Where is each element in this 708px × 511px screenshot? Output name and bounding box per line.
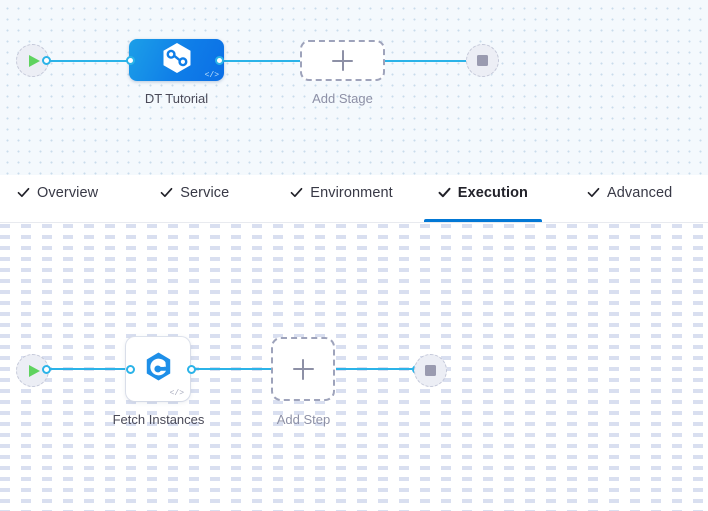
tab-advanced[interactable]: Advanced <box>587 175 672 222</box>
tab-overview[interactable]: Overview <box>17 175 98 222</box>
check-icon <box>438 186 451 199</box>
stop-icon <box>477 55 488 66</box>
code-badge-icon: </> <box>169 389 184 398</box>
execution-graph-canvas[interactable]: </> Fetch Instances Add Step <box>0 223 708 511</box>
tab-active-underline <box>423 219 542 222</box>
check-icon <box>290 186 303 199</box>
connector-start-to-stage <box>45 59 131 62</box>
execution-start-output-port[interactable] <box>42 365 51 374</box>
stage-node-dt-tutorial[interactable]: </> <box>129 39 224 81</box>
stage-config-tab-bar: Overview Service Environment Execution <box>0 175 708 223</box>
play-icon <box>28 54 40 67</box>
tab-overview-label: Overview <box>37 184 99 201</box>
stage-node-label: DT Tutorial <box>144 91 209 106</box>
stage-graph-canvas[interactable]: </> DT Tutorial Add Stage <box>0 0 708 175</box>
connector-add-stage-to-end <box>383 59 472 62</box>
connector-stage-to-add-stage <box>218 59 303 62</box>
step-node-input-port[interactable] <box>126 365 135 374</box>
connector-step-to-add-step <box>191 368 271 371</box>
plus-icon <box>332 50 353 71</box>
step-node-fetch-instances[interactable]: </> <box>126 337 190 401</box>
tab-service-label: Service <box>180 184 230 201</box>
check-icon <box>587 186 600 199</box>
tab-execution-label: Execution <box>457 184 528 201</box>
start-node-output-port[interactable] <box>42 56 51 65</box>
shell-script-hexagon-icon <box>143 351 174 387</box>
tab-environment[interactable]: Environment <box>290 175 393 222</box>
stage-node-input-port[interactable] <box>126 56 135 65</box>
check-icon <box>160 186 173 199</box>
stage-node-output-port[interactable] <box>215 56 224 65</box>
pipeline-end-node[interactable] <box>466 44 499 77</box>
tab-service[interactable]: Service <box>160 175 229 222</box>
step-node-label: Fetch Instances <box>112 412 205 427</box>
add-stage-button[interactable] <box>300 40 385 81</box>
tab-execution[interactable]: Execution <box>423 175 542 222</box>
step-node-output-port[interactable] <box>187 365 196 374</box>
stop-icon <box>425 365 436 376</box>
execution-start-node[interactable] <box>16 354 49 387</box>
add-step-label: Add Step <box>276 412 331 427</box>
check-icon <box>17 186 30 199</box>
tab-advanced-label: Advanced <box>607 184 673 201</box>
play-icon <box>28 364 40 377</box>
pipeline-hexagon-icon <box>162 42 192 79</box>
code-badge-icon: </> <box>204 71 219 80</box>
add-step-button[interactable] <box>271 337 335 401</box>
connector-add-step-to-end <box>336 368 416 371</box>
connector-start-to-step <box>45 368 130 371</box>
plus-icon <box>292 358 314 380</box>
execution-end-node[interactable] <box>414 354 447 387</box>
add-stage-label: Add Stage <box>312 91 373 106</box>
tab-environment-label: Environment <box>310 184 393 201</box>
